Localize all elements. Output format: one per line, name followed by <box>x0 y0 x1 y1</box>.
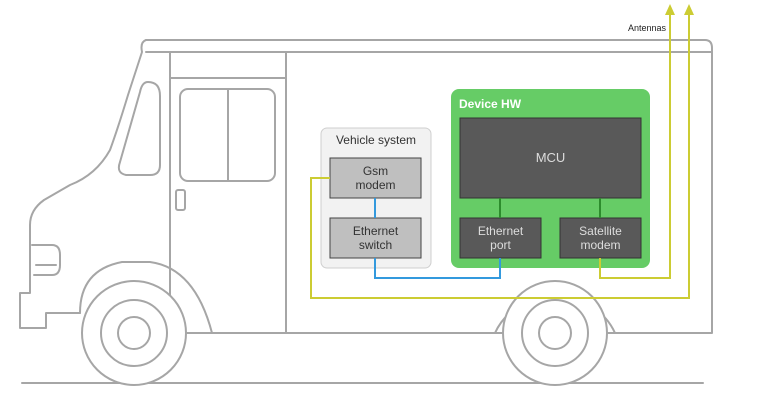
satellite-antenna-line <box>599 12 671 279</box>
vehicle-system-title: Vehicle system <box>335 132 417 147</box>
mcu-label: MCU <box>535 150 566 166</box>
satellite-modem-block <box>559 217 642 259</box>
ethernet-switch-label: Ethernet switch <box>352 223 399 252</box>
front-wheel <box>81 280 187 386</box>
ethernet-cable <box>374 258 501 279</box>
windshield <box>117 81 161 176</box>
antennas-label: Antennas <box>627 22 666 33</box>
satellite-modem-label: Satellite modem <box>579 223 622 252</box>
front-wheel-hub <box>117 316 151 350</box>
cargo-box-outline <box>145 39 713 334</box>
rear-wheel <box>502 280 608 386</box>
ethernet-port-block <box>459 217 542 259</box>
gsm-antenna-line <box>310 12 690 299</box>
gsm-modem-block <box>329 157 422 199</box>
gsm-antenna-arrow <box>684 4 694 15</box>
rear-wheel-rim <box>521 299 589 367</box>
mcu-block <box>459 117 642 199</box>
front-wheel-arch <box>79 261 287 334</box>
device-hw-title: Device HW <box>459 97 522 112</box>
headlight <box>31 244 61 276</box>
satellite-antenna-arrow <box>665 4 675 15</box>
ethernet-port-label: Ethernet port <box>477 223 524 252</box>
front-wheel-rim <box>100 299 168 367</box>
cab-outline <box>19 39 147 329</box>
rear-wheel-hub <box>538 316 572 350</box>
gsm-modem-label: Gsm modem <box>355 163 396 192</box>
door-handle <box>175 189 186 211</box>
